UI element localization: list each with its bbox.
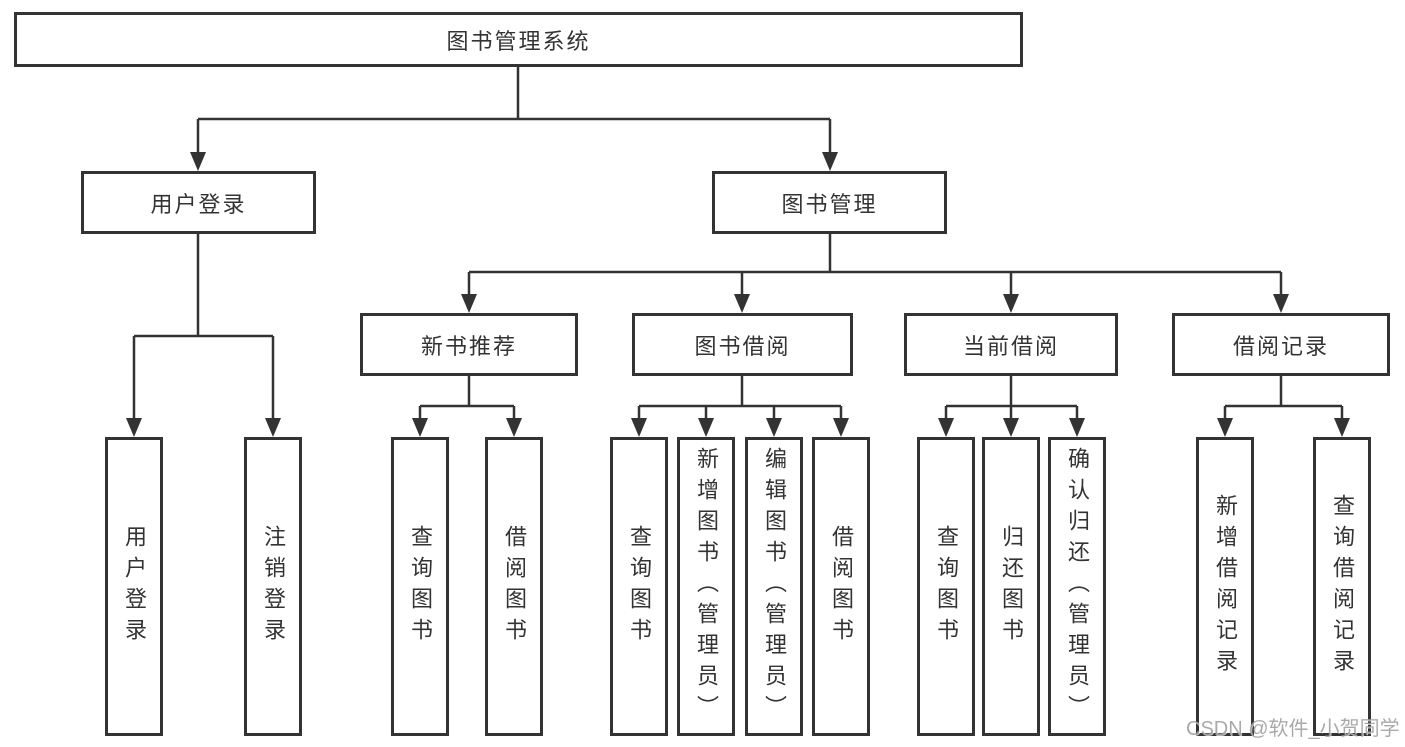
node-current-borrow: 当前借阅 <box>904 313 1118 376</box>
leaf-user-login-label: 用户登录 <box>122 524 147 649</box>
leaf-edit-book-admin: 编辑图书（管理员） <box>745 437 803 736</box>
node-new-book-rec: 新书推荐 <box>360 313 578 376</box>
leaf-add-borrow-record: 新增借阅记录 <box>1196 437 1254 736</box>
node-book-mgmt-label: 图书管理 <box>781 191 878 217</box>
leaf-query-borrow-record-label: 查询借阅记录 <box>1330 493 1355 680</box>
leaf-query-book-2: 查询图书 <box>610 437 668 736</box>
node-root-label: 图书管理系统 <box>446 28 591 54</box>
leaf-query-book-2-label: 查询图书 <box>627 524 652 649</box>
leaf-add-book-admin: 新增图书（管理员） <box>677 437 735 736</box>
leaf-borrow-book-2-label: 借阅图书 <box>829 524 854 649</box>
node-user-login: 用户登录 <box>81 171 316 234</box>
leaf-confirm-return-admin-label: 确认归还（管理员） <box>1065 447 1090 726</box>
node-borrow-record-label: 借阅记录 <box>1232 333 1329 359</box>
arrowheads <box>126 152 1350 437</box>
leaf-borrow-book-1: 借阅图书 <box>485 437 543 736</box>
leaf-confirm-return-admin: 确认归还（管理员） <box>1048 437 1106 736</box>
leaf-query-book-1-label: 查询图书 <box>408 524 433 649</box>
leaf-logout: 注销登录 <box>244 437 302 736</box>
leaf-return-book: 归还图书 <box>982 437 1040 736</box>
node-user-login-label: 用户登录 <box>150 191 247 217</box>
leaf-query-borrow-record: 查询借阅记录 <box>1313 437 1371 736</box>
leaf-return-book-label: 归还图书 <box>999 524 1024 649</box>
leaf-add-book-admin-label: 新增图书（管理员） <box>694 447 719 726</box>
leaf-add-borrow-record-label: 新增借阅记录 <box>1213 493 1238 680</box>
leaf-logout-label: 注销登录 <box>261 524 286 649</box>
node-borrow-record: 借阅记录 <box>1172 313 1390 376</box>
node-book-borrow-label: 图书借阅 <box>694 333 791 359</box>
csdn-watermark: CSDN @软件_小贺同学 <box>1186 718 1400 740</box>
node-book-mgmt: 图书管理 <box>712 171 947 234</box>
leaf-borrow-book-1-label: 借阅图书 <box>502 524 527 649</box>
leaf-query-book-3-label: 查询图书 <box>934 524 959 649</box>
node-root: 图书管理系统 <box>14 12 1023 67</box>
leaf-user-login: 用户登录 <box>105 437 163 736</box>
leaf-edit-book-admin-label: 编辑图书（管理员） <box>762 447 787 726</box>
node-new-book-rec-label: 新书推荐 <box>420 333 517 359</box>
leaf-query-book-1: 查询图书 <box>391 437 449 736</box>
node-current-borrow-label: 当前借阅 <box>962 333 1059 359</box>
leaf-borrow-book-2: 借阅图书 <box>812 437 870 736</box>
node-book-borrow: 图书借阅 <box>632 313 853 376</box>
leaf-query-book-3: 查询图书 <box>917 437 975 736</box>
